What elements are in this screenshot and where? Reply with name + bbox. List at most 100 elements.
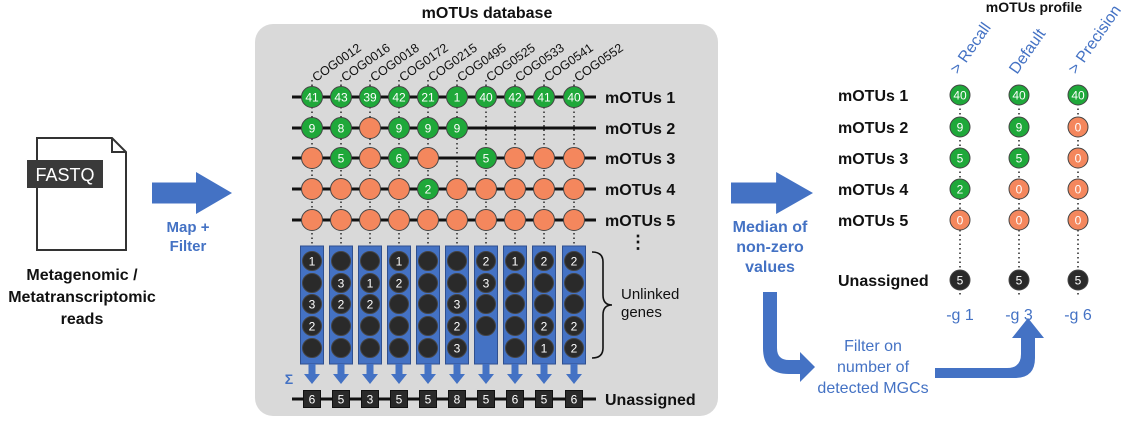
unlinked-gene-circle (360, 294, 380, 314)
motu-gene-circle (301, 86, 323, 108)
profile-abundance-circle-value: 9 (1016, 121, 1023, 135)
unlinked-gene-circle-value: 2 (541, 255, 548, 269)
unassigned-count-value: 5 (541, 393, 548, 407)
to-filter-arrow (763, 292, 815, 382)
unlinked-gene-circle (476, 316, 496, 336)
unlinked-gene-circle (476, 294, 496, 314)
unassigned-count-value: 8 (454, 393, 461, 407)
file-fold-icon (111, 138, 126, 153)
unlinked-column-arrow-head (536, 374, 552, 384)
unlinked-gene-circle-value: 3 (338, 277, 345, 291)
profile-unassigned-circle-value: 5 (1016, 274, 1023, 288)
profile-abundance-circle (949, 178, 971, 200)
median-label: values (745, 259, 795, 276)
unlinked-gene-circle (534, 338, 554, 358)
motu-gene-circle (301, 209, 323, 231)
motu-gene-circle (388, 209, 410, 231)
unassigned-count-box (477, 390, 495, 408)
database-row-label: mOTUs 2 (605, 121, 675, 138)
unlinked-gene-circle-value: 1 (367, 277, 374, 291)
motu-gene-circle (359, 86, 381, 108)
motu-gene-circle-value: 21 (421, 91, 435, 105)
profile-title: mOTUs profile (986, 0, 1083, 15)
profile-mode-label: Default (1006, 26, 1049, 78)
profile-abundance-circle-value: 0 (957, 214, 964, 228)
profile-unassigned-circle (1067, 269, 1089, 291)
profile-abundance-circle (949, 147, 971, 169)
unlinked-column-arrow-head (420, 374, 436, 384)
profile-abundance-circle (1008, 116, 1030, 138)
profile-abundance-circle (949, 116, 971, 138)
profile-abundance-circle-value: 5 (1016, 152, 1023, 166)
unlinked-gene-circle (505, 251, 525, 271)
profile-abundance-circle (1067, 178, 1089, 200)
unlinked-column-arrow-shaft (570, 364, 578, 374)
unlinked-gene-circle-value: 1 (396, 255, 403, 269)
unlinked-gene-circle (564, 338, 584, 358)
profile-abundance-circle-value: 2 (957, 183, 964, 197)
unlinked-gene-circle (476, 251, 496, 271)
motu-gene-circle (359, 117, 381, 139)
profile-abundance-circle (949, 209, 971, 231)
motu-gene-circle (330, 178, 352, 200)
motu-gene-circle-value: 9 (454, 122, 461, 136)
motu-gene-circle (417, 178, 439, 200)
motu-gene-circle (563, 178, 585, 200)
profile-unassigned-label: Unassigned (838, 273, 929, 290)
unlinked-gene-circle (564, 251, 584, 271)
input-caption-line: Metatranscriptomic (8, 289, 156, 306)
median-arrow (731, 172, 813, 214)
input-caption-line: reads (61, 311, 104, 328)
unlinked-genes-label: Unlinked (621, 286, 679, 303)
motu-gene-circle-value: 43 (334, 91, 348, 105)
unlinked-gene-circle-value: 1 (309, 255, 316, 269)
profile-abundance-circle (1067, 84, 1089, 106)
database-unassigned-label: Unassigned (605, 392, 696, 409)
profile-abundance-circle (1067, 147, 1089, 169)
profile-abundance-circle-value: 0 (1075, 183, 1082, 197)
motu-gene-circle (388, 86, 410, 108)
map-filter-arrow (152, 172, 232, 214)
unlinked-gene-circle-value: 2 (571, 255, 578, 269)
unlinked-gene-circle-value: 1 (541, 342, 548, 356)
profile-abundance-circle (1008, 147, 1030, 169)
motu-gene-circle-value: 9 (396, 122, 403, 136)
motu-gene-circle (504, 209, 526, 231)
motu-gene-circle-value: 5 (483, 152, 490, 166)
unlinked-column-arrow-head (304, 374, 320, 384)
unlinked-gene-circle (534, 294, 554, 314)
profile-mode-label: > Recall (947, 20, 994, 77)
motu-gene-circle (446, 178, 468, 200)
motu-gene-circle (533, 209, 555, 231)
unassigned-count-value: 6 (309, 393, 316, 407)
filter-label: Filter on (844, 338, 902, 355)
unlinked-gene-circle (389, 251, 409, 271)
profile-abundance-circle-value: 0 (1016, 183, 1023, 197)
unlinked-gene-circle-value: 2 (338, 298, 345, 312)
profile-flag-label: -g 1 (946, 307, 974, 324)
unassigned-count-box (332, 390, 350, 408)
profile-abundance-circle-value: 5 (957, 152, 964, 166)
unassigned-count-value: 3 (367, 393, 374, 407)
motu-gene-circle (301, 147, 323, 169)
motu-gene-circle-value: 41 (305, 91, 319, 105)
profile-abundance-circle (1067, 209, 1089, 231)
motu-gene-circle (330, 86, 352, 108)
unlinked-brace (591, 251, 613, 359)
motu-gene-circle (330, 117, 352, 139)
unlinked-gene-circle (447, 316, 467, 336)
map-filter-label: Map + (167, 219, 210, 236)
unlinked-column-arrow-head (391, 374, 407, 384)
profile-unassigned-circle (949, 269, 971, 291)
profile-abundance-circle-value: 40 (953, 89, 967, 103)
unassigned-count-box (361, 390, 379, 408)
motu-gene-circle (388, 117, 410, 139)
motu-gene-circle (359, 147, 381, 169)
motu-gene-circle (533, 86, 555, 108)
profile-abundance-circle-value: 40 (1071, 89, 1085, 103)
unassigned-count-box (448, 390, 466, 408)
profile-row-label: mOTUs 3 (838, 151, 908, 168)
motu-gene-circle (301, 117, 323, 139)
